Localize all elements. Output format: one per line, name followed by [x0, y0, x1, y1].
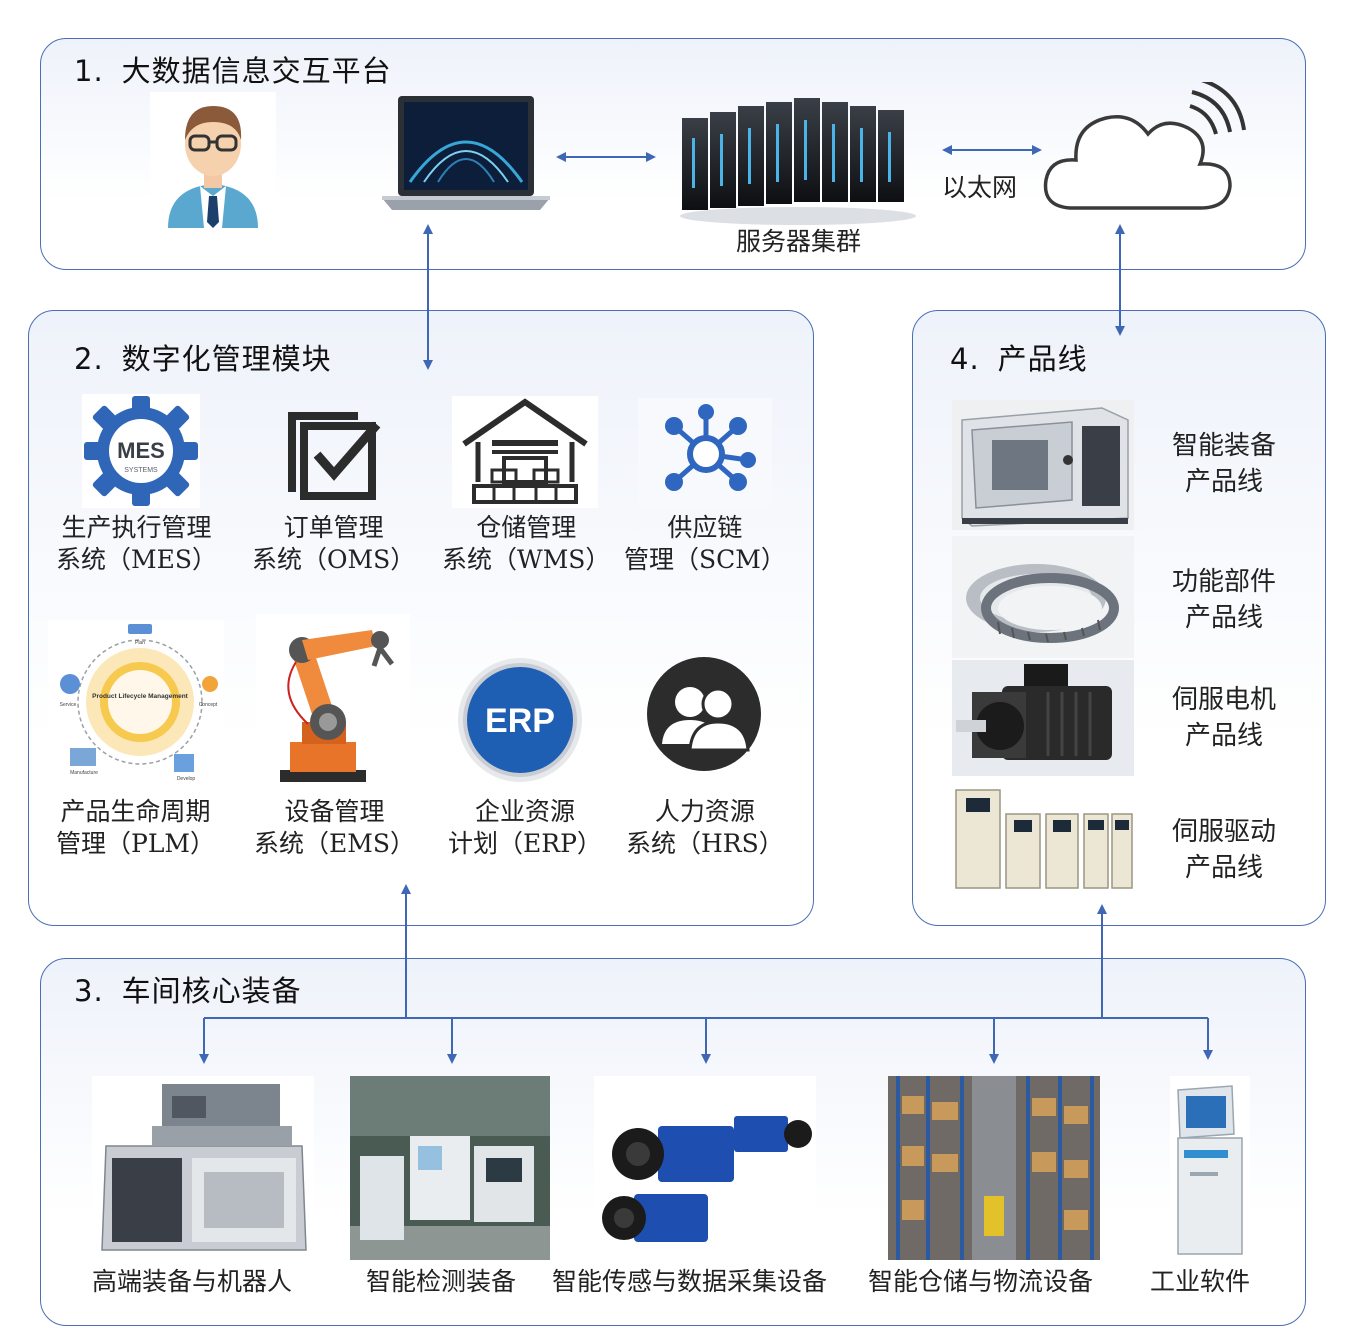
cnc-machine-icon — [952, 400, 1134, 530]
equipment-label-machines: 高端装备与机器人 — [92, 1267, 293, 1296]
module-label-plm: 产品生命周期管理（PLM） — [56, 797, 216, 858]
inspection-lab-icon — [350, 1076, 550, 1260]
plm-center-text: Product Lifecycle Management — [92, 693, 189, 700]
equipment-label-logistics: 智能仓储与物流设备 — [868, 1267, 1094, 1296]
ethernet-label: 以太网 — [942, 173, 1018, 202]
people-icon — [647, 657, 761, 771]
module-label-erp: 企业资源计划（ERP） — [448, 797, 602, 858]
plm-stage-manufacture: Manufacture — [70, 770, 98, 776]
plm-stage-develop: Develop — [177, 776, 196, 782]
bearing-icon — [952, 536, 1134, 658]
product-line-label-servo-drive: 伺服驱动产品线 — [1172, 817, 1277, 883]
kiosk-terminal-icon — [1170, 1076, 1250, 1260]
warehouse-shelves-icon — [888, 1076, 1100, 1260]
erp-badge-icon: ERP — [458, 658, 582, 782]
server-cluster-label: 服务器集群 — [736, 227, 862, 256]
product-line-label-components: 功能部件产品线 — [1172, 567, 1277, 633]
robot-arm-icon — [256, 614, 410, 786]
warehouse-icon — [452, 396, 598, 508]
equipment-label-inspection: 智能检测装备 — [366, 1267, 517, 1296]
checkbox-icon — [288, 412, 381, 500]
module-label-ems: 设备管理系统（EMS） — [254, 797, 415, 858]
servo-drive-icon — [952, 786, 1134, 890]
module-label-wms: 仓储管理系统（WMS） — [442, 513, 611, 574]
panel-3-title: 3.车间核心装备 — [74, 974, 302, 1008]
network-hub-icon — [638, 398, 772, 508]
plm-stage-service: Service — [60, 702, 77, 708]
mes-icon-text: MES — [117, 438, 165, 463]
user-avatar-icon — [150, 92, 276, 228]
server-cluster-icon — [680, 98, 916, 225]
module-label-hrs: 人力资源系统（HRS） — [626, 797, 784, 858]
plm-stage-plan: Plan — [135, 640, 145, 646]
mes-gear-icon: MES SYSTEMS — [82, 394, 200, 508]
erp-icon-text: ERP — [485, 702, 555, 740]
product-line-label-servo-motor: 伺服电机产品线 — [1172, 685, 1277, 751]
servo-motor-icon — [952, 660, 1134, 776]
product-line-label-equipment: 智能装备产品线 — [1172, 431, 1277, 497]
equipment-label-sensing: 智能传感与数据采集设备 — [552, 1267, 828, 1296]
module-label-oms: 订单管理系统（OMS） — [252, 513, 416, 574]
panel-4-title: 4.产品线 — [950, 342, 1088, 376]
equipment-label-software: 工业软件 — [1150, 1267, 1251, 1296]
panel-1-title: 1.大数据信息交互平台 — [74, 54, 392, 88]
cloud-wifi-icon — [1043, 82, 1246, 210]
module-label-scm: 供应链管理（SCM） — [624, 513, 786, 574]
module-label-mes: 生产执行管理系统（MES） — [56, 513, 217, 574]
machine-tool-icon — [92, 1076, 314, 1260]
mes-icon-subtext: SYSTEMS — [124, 467, 158, 474]
plm-cycle-icon: Product Lifecycle Management Plan Concep… — [48, 620, 224, 784]
panel-2-title: 2.数字化管理模块 — [74, 342, 332, 376]
laptop-icon — [382, 96, 550, 210]
camera-sensor-icon — [594, 1076, 816, 1260]
plm-stage-concept: Concept — [199, 702, 218, 708]
